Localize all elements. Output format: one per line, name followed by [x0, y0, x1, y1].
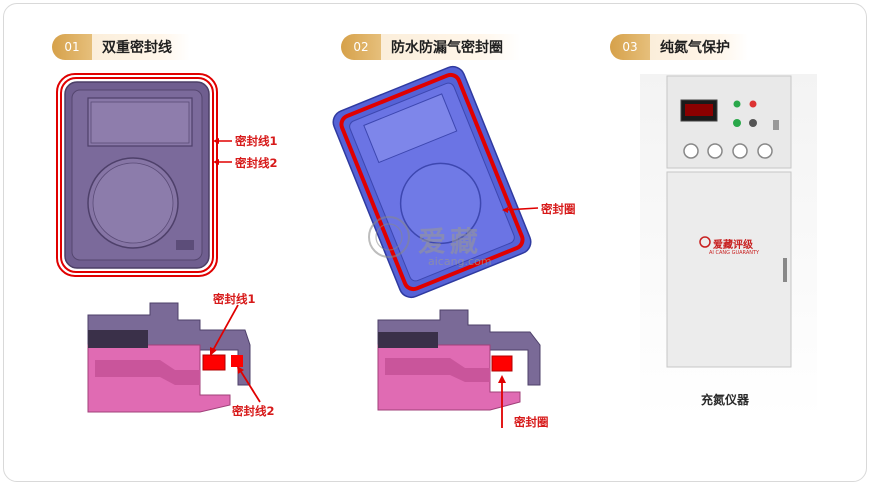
seal-line-2-label-section: 密封线2	[232, 404, 275, 418]
step-3-header: 03 纯氮气保护	[610, 34, 748, 60]
watermark-text: 爱藏	[418, 225, 483, 258]
seal-line-1-label-section: 密封线1	[213, 292, 256, 306]
step-2-number: 02	[341, 34, 381, 60]
step-1-header: 01 双重密封线	[52, 34, 190, 60]
watermark-logo	[368, 216, 410, 258]
cabinet-brand-en: AI CANG GUARANTY	[709, 250, 760, 256]
seal-ring-label-top: 密封圈	[541, 202, 576, 216]
watermark-url: aicang.com	[428, 255, 492, 268]
step-2-header: 02 防水防漏气密封圈	[341, 34, 521, 60]
step-1-number: 01	[52, 34, 92, 60]
step-3-number: 03	[610, 34, 650, 60]
step-2-title: 防水防漏气密封圈	[381, 34, 521, 60]
seal-line-2-label-top: 密封线2	[235, 156, 278, 170]
seal-ring-label-section: 密封圈	[514, 415, 549, 429]
nitrogen-instrument-caption: 充氮仪器	[701, 393, 750, 407]
cabinet-brand: 爱藏评级	[713, 240, 753, 251]
seal-line-1-label-top: 密封线1	[235, 134, 278, 148]
step-1-title: 双重密封线	[92, 34, 190, 60]
step-3-title: 纯氮气保护	[650, 34, 748, 60]
